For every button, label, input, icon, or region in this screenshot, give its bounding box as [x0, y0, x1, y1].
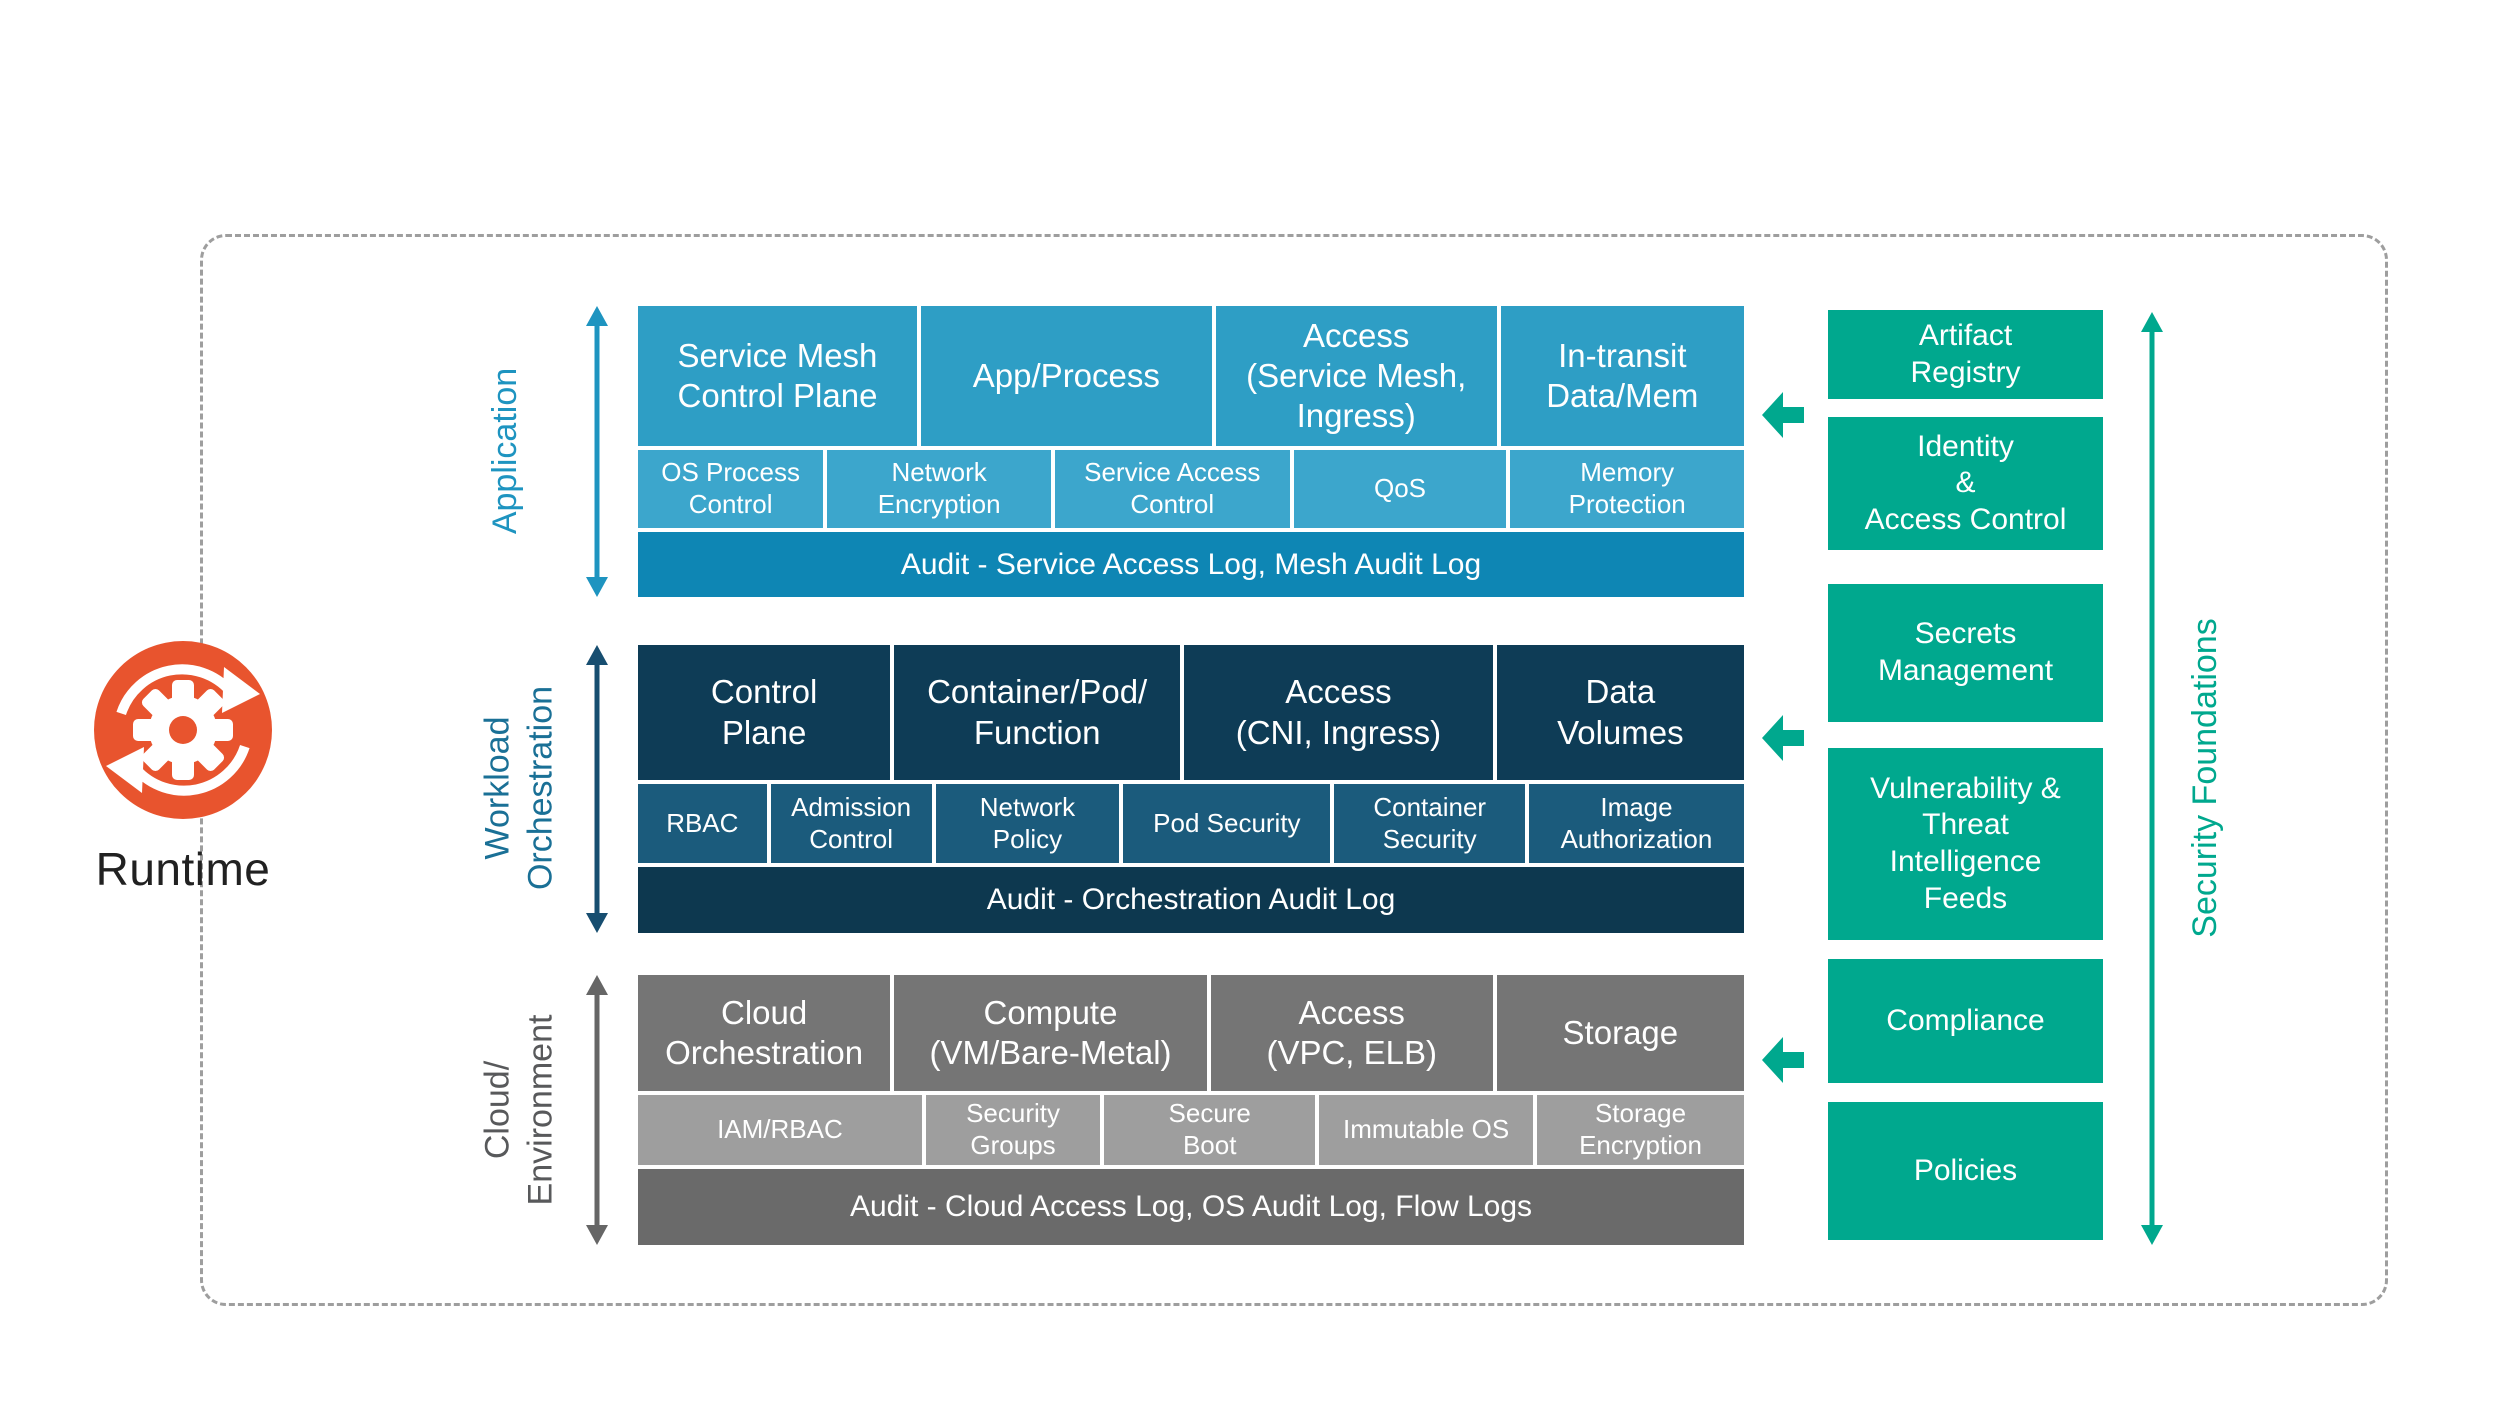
application-span-arrow	[586, 306, 608, 597]
layer-cell: Control Plane	[638, 645, 891, 780]
foundation-compliance: Compliance	[1828, 959, 2103, 1083]
layer-cell: OS Process Control	[638, 450, 824, 528]
layer-cell: Storage	[1496, 975, 1744, 1091]
foundation-identity-access-control: Identity & Access Control	[1828, 417, 2103, 550]
layer-cell: QoS	[1293, 450, 1507, 528]
workload-audit-bar: Audit - Orchestration Audit Log	[638, 867, 1744, 933]
foundation-secrets-management: Secrets Management	[1828, 584, 2103, 722]
layer-cell: Immutable OS	[1319, 1095, 1534, 1165]
application-audit-bar: Audit - Service Access Log, Mesh Audit L…	[638, 532, 1744, 597]
layer-cell: Container/Pod/ Function	[894, 645, 1181, 780]
layer-cell: Container Security	[1334, 784, 1525, 863]
foundation-policies: Policies	[1828, 1102, 2103, 1240]
layer-cell: Admission Control	[770, 784, 932, 863]
layer-cell: Cloud Orchestration	[638, 975, 891, 1091]
layer-cell: In-transit Data/Mem	[1500, 306, 1744, 446]
layer-cell: Service Access Control	[1054, 450, 1290, 528]
layer-cell: IAM/RBAC	[638, 1095, 922, 1165]
security-foundations-span-arrow	[2141, 312, 2163, 1245]
foundations-to-application-arrow-icon	[1762, 392, 1804, 438]
layer-cell: Memory Protection	[1510, 450, 1744, 528]
layer-cell: Access (VPC, ELB)	[1210, 975, 1493, 1091]
layer-cell: Compute (VM/Bare-Metal)	[894, 975, 1207, 1091]
cloud-audit-bar: Audit - Cloud Access Log, OS Audit Log, …	[638, 1169, 1744, 1245]
runtime-sync-gear-icon	[94, 641, 272, 819]
runtime-group: Runtime	[94, 641, 272, 896]
runtime-label: Runtime	[95, 843, 271, 895]
layer-cell: Network Policy	[935, 784, 1120, 863]
layer-cell: Secure Boot	[1104, 1095, 1316, 1165]
layer-cell: Access (CNI, Ingress)	[1184, 645, 1493, 780]
layer-cell: Service Mesh Control Plane	[638, 306, 917, 446]
foundations-to-workload-arrow-icon	[1762, 715, 1804, 761]
layer-cell: Data Volumes	[1496, 645, 1744, 780]
layer-cell: Pod Security	[1123, 784, 1331, 863]
foundation-artifact-registry: Artifact Registry	[1828, 310, 2103, 399]
layer-cell: Image Authorization	[1528, 784, 1744, 863]
layer-cell: Security Groups	[925, 1095, 1101, 1165]
workload-span-arrow	[586, 645, 608, 933]
cloud-span-arrow	[586, 975, 608, 1245]
foundation-vulnerability-threat-intelligence: Vulnerability & Threat Intelligence Feed…	[1828, 748, 2103, 940]
layer-cell: Access (Service Mesh, Ingress)	[1215, 306, 1497, 446]
layer-cell: Network Encryption	[827, 450, 1051, 528]
layer-cell: Storage Encryption	[1537, 1095, 1744, 1165]
layer-cell: App/Process	[920, 306, 1212, 446]
foundations-to-cloud-arrow-icon	[1762, 1037, 1804, 1083]
layer-cell: RBAC	[638, 784, 767, 863]
